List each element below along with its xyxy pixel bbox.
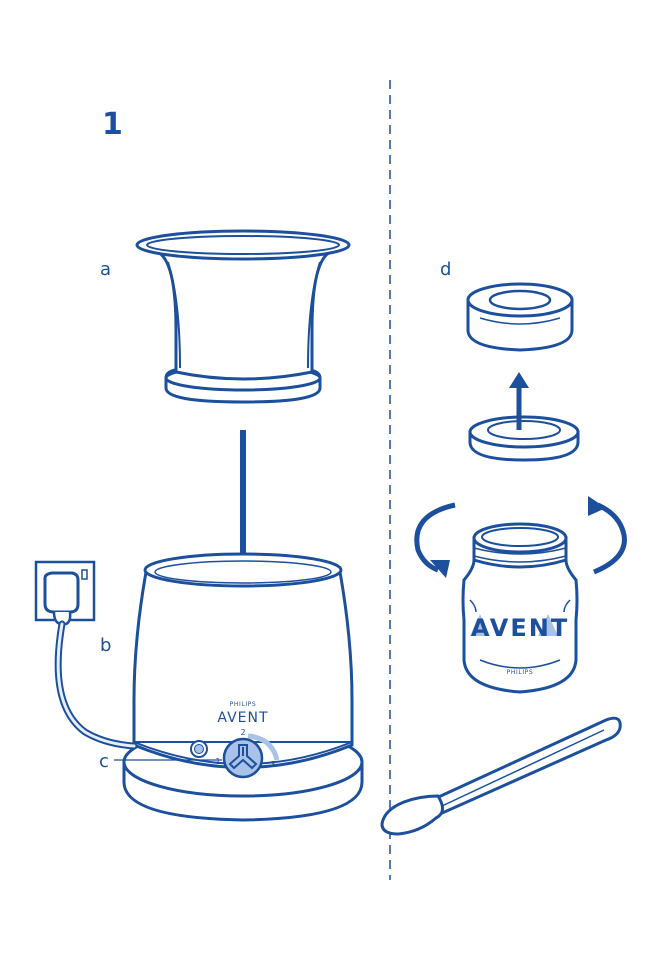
insert-basket: [137, 231, 349, 402]
rotate-right-arrow-icon: [588, 496, 624, 572]
rotate-left-arrow-icon: [417, 505, 455, 578]
bottle-warmer: [124, 554, 362, 820]
sealing-disc: [470, 417, 578, 460]
label-b: b: [100, 635, 111, 656]
bottle-brand-small: PHILIPS: [507, 669, 534, 676]
feeding-bottle: [463, 524, 577, 692]
label-d: d: [440, 259, 451, 280]
step-number: 1: [102, 107, 123, 142]
indicator-light: [191, 741, 207, 757]
dial-number-3: 3: [270, 760, 275, 769]
dial-number-2: 2: [240, 728, 245, 737]
power-cord: [58, 624, 134, 746]
bottle-brand-logo: AVENT: [471, 614, 569, 642]
label-a: a: [100, 259, 111, 280]
screw-ring: [468, 284, 572, 350]
dial-number-1: 1: [215, 757, 220, 766]
control-dial: [224, 739, 262, 777]
warmer-brand-small: PHILIPS: [230, 701, 257, 708]
spoon: [382, 718, 620, 834]
label-c: c: [99, 751, 109, 772]
warmer-brand-logo: AVENT: [217, 710, 268, 726]
